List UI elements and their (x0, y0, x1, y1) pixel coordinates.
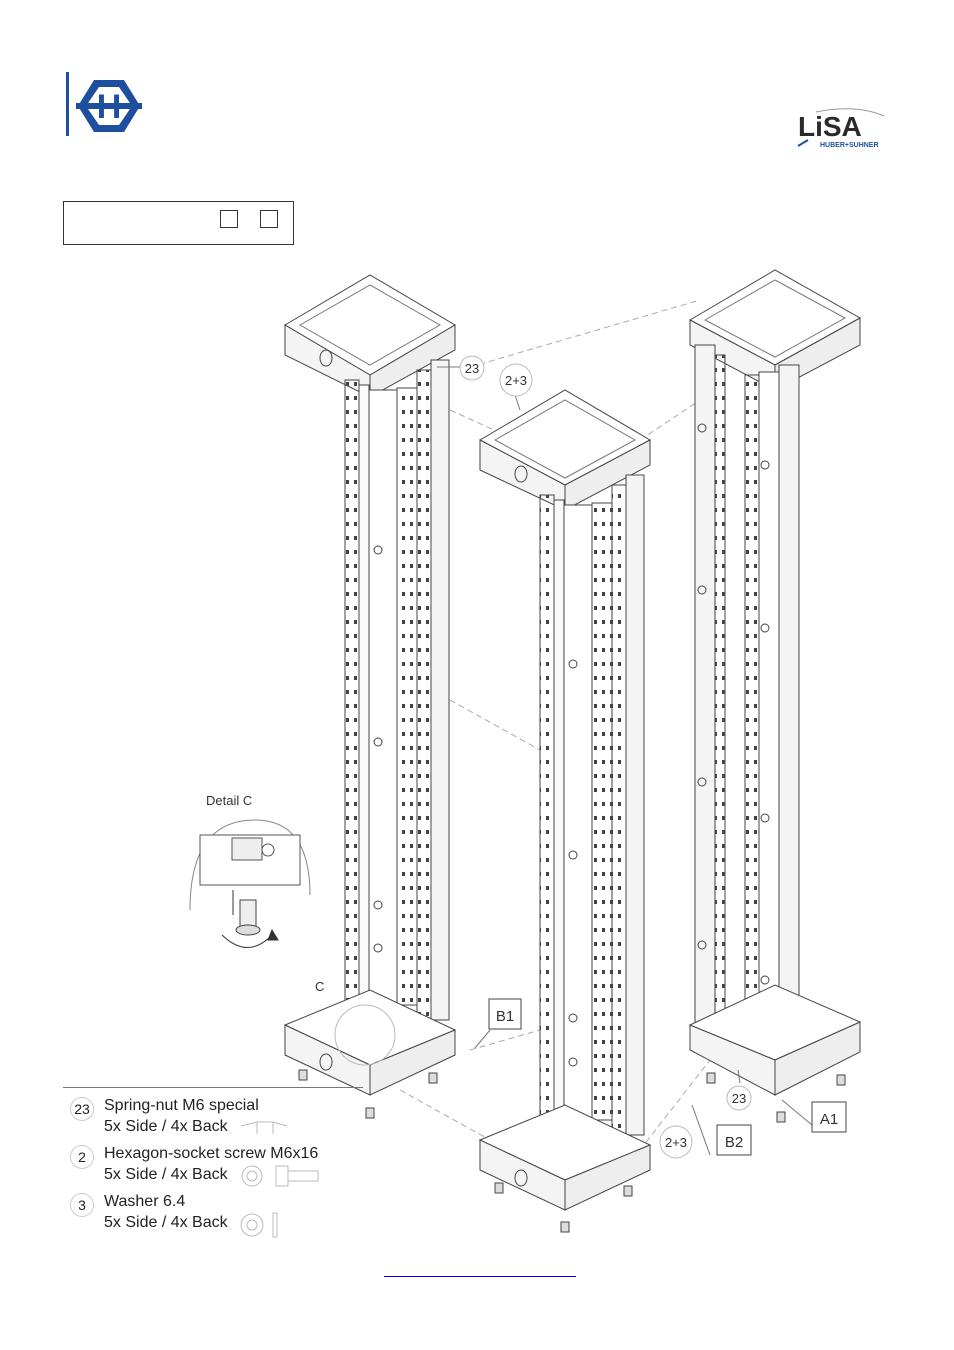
frame-a1 (688, 269, 862, 1096)
label-a1: A1 (820, 1111, 838, 1128)
logo-text: LiSA (798, 111, 862, 142)
callout-23-bottom: 23 (732, 1091, 746, 1106)
callout-2-3-bottom: 2+3 (665, 1135, 687, 1150)
label-b1: B1 (496, 1008, 514, 1025)
callout-2-3-top: 2+3 (505, 373, 527, 388)
part-quantity: 5x Side / 4x Back (104, 1166, 228, 1183)
part-quantity: 5x Side / 4x Back (104, 1118, 228, 1135)
detail-c-title: Detail C (206, 793, 252, 808)
part-quantity: 5x Side / 4x Back (104, 1214, 228, 1231)
part-name: Hexagon-socket screw M6x16 (104, 1145, 319, 1162)
label-b2: B2 (725, 1134, 743, 1151)
part-number: 3 (70, 1193, 94, 1217)
part-name: Spring-nut M6 special (104, 1097, 259, 1114)
huber-suhner-logo: H (66, 70, 146, 138)
lisa-logo: LiSA HUBER+SUHNER (796, 106, 888, 152)
frame-b1 (283, 274, 457, 1096)
part-name: Washer 6.4 (104, 1193, 186, 1210)
checkbox-2[interactable] (260, 210, 278, 228)
spring-nut-icon (240, 1121, 288, 1134)
checkbox-1[interactable] (220, 210, 238, 228)
footer-link[interactable] (384, 1262, 576, 1277)
part-number: 23 (70, 1097, 94, 1121)
detail-c-view (189, 819, 311, 948)
callout-23-top: 23 (465, 361, 479, 376)
detail-c-marker: C (315, 979, 324, 994)
parts-divider (63, 1087, 363, 1088)
part-number: 2 (70, 1145, 94, 1169)
washer-icon (240, 1212, 278, 1238)
info-box (63, 201, 294, 245)
screw-icon (241, 1165, 319, 1187)
logo-subtext: HUBER+SUHNER (820, 142, 879, 149)
frame-b2 (478, 389, 652, 1211)
